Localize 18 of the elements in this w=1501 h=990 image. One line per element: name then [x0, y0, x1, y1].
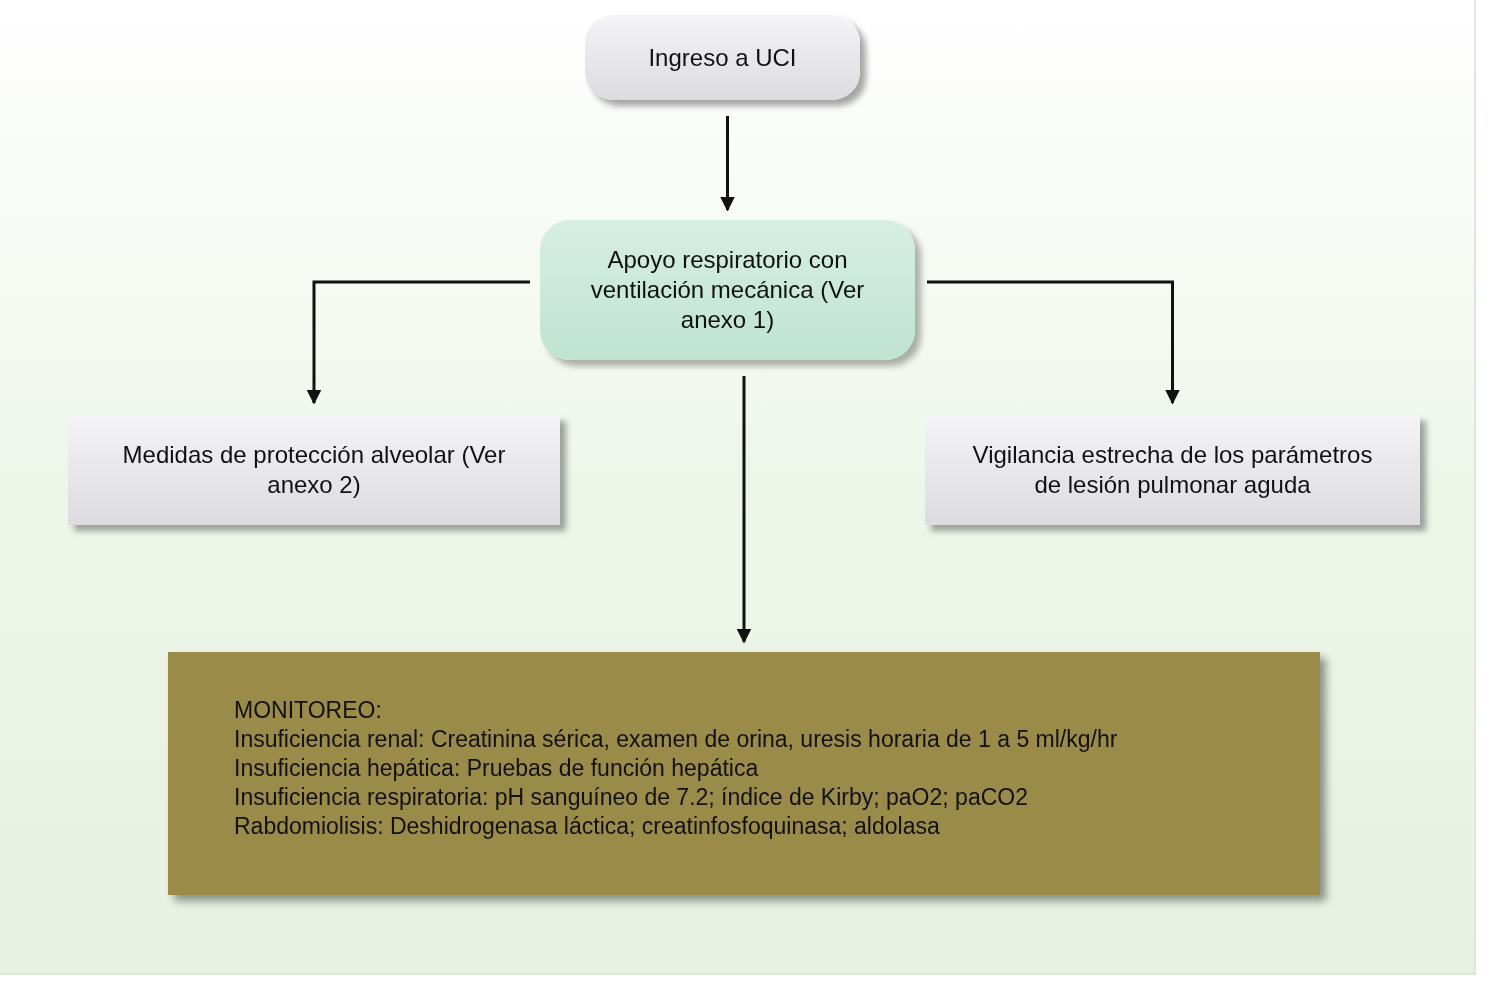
box-text: Apoyo respiratorio con ventilación mecánica (Ver anexo 1) — [589, 245, 866, 335]
arrow — [720, 116, 735, 212]
box-text: Ingreso a UCI — [648, 42, 797, 73]
box-text: Insuficiencia hepática: Pruebas de función hepática — [234, 754, 760, 783]
box-text: Insuficiencia respiratoria: pH sanguíneo de 7.2; índice de Kirby; paO2; paCO2 — [234, 783, 1029, 812]
process-box — [168, 652, 1320, 895]
box-text: Insuficiencia renal: Creatinina sérica, examen de orina, uresis horaria de 1 a 5 ml/kg/hr — [234, 725, 1119, 754]
box-text: Rabdomiolisis: Deshidrogenasa láctica; creatinfosfoquinasa; aldolasa — [234, 812, 941, 841]
arrow — [736, 376, 752, 644]
process-box — [925, 415, 1420, 525]
arrow — [927, 280, 1180, 405]
box-text: Vigilancia estrecha de los parámetros de lesión pulmonar aguda — [971, 440, 1374, 500]
process-box — [68, 415, 560, 525]
arrow — [306, 280, 530, 405]
box-heading: MONITOREO: — [234, 696, 383, 725]
process-box — [585, 15, 860, 100]
process-box — [540, 220, 915, 360]
box-text: Medidas de protección alveolar (Ver anexo 2) — [121, 440, 507, 500]
